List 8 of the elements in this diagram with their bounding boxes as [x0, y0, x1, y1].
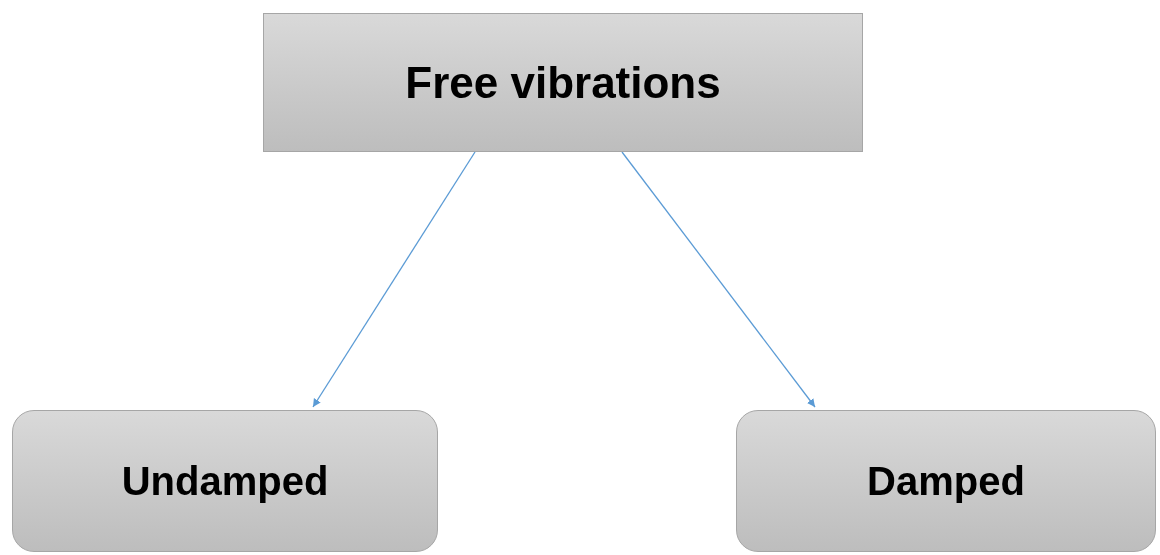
box-label: Free vibrations: [405, 56, 721, 109]
arrow: [312, 151, 476, 408]
arrow: [621, 151, 816, 408]
process-box: [263, 13, 863, 152]
box-label: Undamped: [121, 458, 329, 505]
box-label: Damped: [867, 458, 1025, 505]
process-box: [12, 410, 438, 552]
process-box: [736, 410, 1156, 552]
